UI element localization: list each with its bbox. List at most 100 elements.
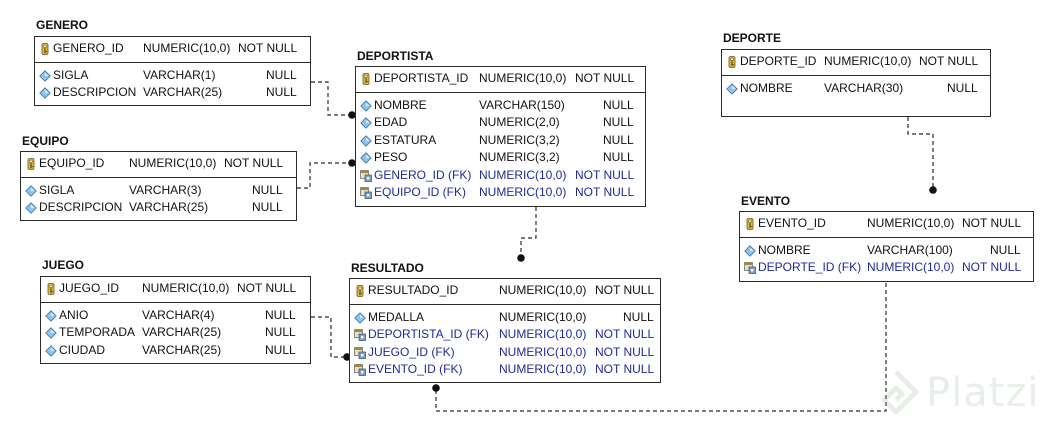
column-diamond-icon <box>354 311 366 324</box>
column-name: GENERO_ID (FK) <box>374 167 472 182</box>
foreign-key-icon <box>744 262 756 274</box>
pk-row[interactable]: GENERO_ID NUMERIC(10,0) NOT NULL <box>35 40 310 58</box>
column-name: ESTATURA <box>374 132 437 147</box>
column-name: TEMPORADA <box>59 325 136 339</box>
foreign-key-icon <box>354 364 366 376</box>
column-row[interactable]: ESTATURA NUMERIC(3,2) NULL <box>356 132 645 150</box>
column-type: NUMERIC(10,0) <box>867 216 955 230</box>
column-null: NULL <box>603 150 634 164</box>
pk-row[interactable]: JUEGO_ID NUMERIC(10,0) NOT NULL <box>41 280 310 298</box>
table-title-equipo: EQUIPO <box>22 134 69 148</box>
column-name: JUEGO_ID <box>59 281 120 295</box>
column-diamond-icon <box>360 152 372 164</box>
column-row[interactable]: NOMBRE VARCHAR(150) NULL <box>356 97 645 115</box>
column-diamond-icon <box>360 99 372 112</box>
pk-row[interactable]: DEPORTISTA_ID NUMERIC(10,0) NOT NULL <box>356 70 645 88</box>
column-diamond-icon <box>25 184 37 197</box>
watermark-text: Platzi <box>926 370 1040 416</box>
column-type: NUMERIC(10,0) <box>499 362 587 376</box>
column-type: NUMERIC(10,0) <box>143 41 231 55</box>
column-row[interactable]: PESO NUMERIC(3,2) NULL <box>356 149 645 167</box>
column-row[interactable]: TEMPORADA VARCHAR(25) NULL <box>41 324 310 342</box>
column-type: VARCHAR(25) <box>129 200 209 214</box>
entity-deportista[interactable]: DEPORTISTA_ID NUMERIC(10,0) NOT NULL NOM… <box>355 66 646 207</box>
column-null: NULL <box>990 242 1021 257</box>
column-null: NOT NULL <box>595 327 655 341</box>
column-diamond-icon <box>39 87 51 99</box>
entity-deporte[interactable]: DEPORTE_ID NUMERIC(10,0) NOT NULL NOMBRE… <box>721 49 991 117</box>
column-type: VARCHAR(25) <box>142 342 222 357</box>
fk-column-row[interactable]: EVENTO_ID (FK) NUMERIC(10,0) NOT NULL <box>350 361 660 379</box>
link-end-dot <box>517 254 525 262</box>
column-diamond-icon <box>45 309 57 322</box>
column-diamond-icon <box>45 327 57 339</box>
column-row[interactable]: CIUDAD VARCHAR(25) NULL <box>41 342 310 360</box>
column-null: NULL <box>947 80 978 95</box>
column-type: NUMERIC(10,0) <box>499 283 587 297</box>
column-row[interactable]: SIGLA VARCHAR(3) NULL <box>21 182 296 200</box>
column-name: MEDALLA <box>368 309 425 324</box>
column-name: DESCRIPCION <box>39 200 123 214</box>
column-row[interactable]: SIGLA VARCHAR(1) NULL <box>35 67 310 85</box>
column-type: NUMERIC(10,0) <box>479 185 567 199</box>
column-row[interactable]: NOMBRE VARCHAR(100) NULL <box>740 242 1033 260</box>
entity-genero[interactable]: GENERO_ID NUMERIC(10,0) NOT NULL SIGLA V… <box>34 36 311 106</box>
primary-key-icon <box>354 285 366 297</box>
column-row[interactable]: EDAD NUMERIC(2,0) NULL <box>356 114 645 132</box>
column-null: NULL <box>252 182 283 197</box>
column-null: NOT NULL <box>575 71 635 85</box>
column-type: NUMERIC(10,0) <box>479 167 567 182</box>
fk-column-row[interactable]: EQUIPO_ID (FK) NUMERIC(10,0) NOT NULL <box>356 184 645 202</box>
column-name: ANIO <box>59 307 89 322</box>
column-name: NOMBRE <box>758 242 811 257</box>
column-null: NULL <box>265 325 296 339</box>
table-title-genero: GENERO <box>36 18 89 32</box>
column-null: NULL <box>603 132 634 147</box>
column-row[interactable]: DESCRIPCION VARCHAR(25) NULL <box>21 199 296 217</box>
pk-row[interactable]: DEPORTE_ID NUMERIC(10,0) NOT NULL <box>722 53 990 71</box>
fk-column-row[interactable]: JUEGO_ID (FK) NUMERIC(10,0) NOT NULL <box>350 344 660 362</box>
entity-equipo[interactable]: EQUIPO_ID NUMERIC(10,0) NOT NULL SIGLA V… <box>20 151 297 221</box>
table-title-deporte: DEPORTE <box>723 31 782 45</box>
pk-row[interactable]: RESULTADO_ID NUMERIC(10,0) NOT NULL <box>350 282 660 300</box>
column-type: VARCHAR(4) <box>142 307 215 322</box>
platzi-watermark: Platzi <box>872 366 1048 418</box>
column-name: GENERO_ID <box>53 41 124 55</box>
fk-column-row[interactable]: GENERO_ID (FK) NUMERIC(10,0) NOT NULL <box>356 167 645 185</box>
link-end-dot <box>343 353 351 361</box>
column-row[interactable]: MEDALLA NUMERIC(10,0) NULL <box>350 309 660 327</box>
column-diamond-icon <box>360 117 372 129</box>
column-name: DEPORTISTA_ID (FK) <box>368 327 489 341</box>
column-null: NOT NULL <box>962 260 1022 274</box>
column-type: NUMERIC(10,0) <box>142 281 230 295</box>
column-null: NULL <box>603 97 634 112</box>
column-row[interactable]: DESCRIPCION VARCHAR(25) NULL <box>35 84 310 102</box>
platzi-logo-icon <box>881 370 919 415</box>
table-title-deportista: DEPORTISTA <box>357 49 434 63</box>
entity-juego[interactable]: JUEGO_ID NUMERIC(10,0) NOT NULL ANIO VAR… <box>40 276 311 364</box>
column-null: NULL <box>265 307 296 322</box>
column-null: NULL <box>623 309 654 324</box>
fk-column-row[interactable]: DEPORTISTA_ID (FK) NUMERIC(10,0) NOT NUL… <box>350 326 660 344</box>
pk-row[interactable]: EVENTO_ID NUMERIC(10,0) NOT NULL <box>740 215 1033 233</box>
entity-resultado[interactable]: RESULTADO_ID NUMERIC(10,0) NOT NULL MEDA… <box>349 278 661 383</box>
column-type: NUMERIC(3,2) <box>479 150 560 164</box>
column-diamond-icon <box>39 69 51 82</box>
column-row[interactable]: NOMBRE VARCHAR(30) NULL <box>722 80 990 98</box>
column-diamond-icon <box>726 82 738 95</box>
fk-column-row[interactable]: DEPORTE_ID (FK) NUMERIC(10,0) NOT NULL <box>740 259 1033 277</box>
column-type: NUMERIC(10,0) <box>867 260 955 274</box>
column-null: NOT NULL <box>237 281 297 295</box>
link-evento-resultado <box>435 283 887 412</box>
foreign-key-icon <box>354 346 366 359</box>
column-null: NOT NULL <box>575 167 635 182</box>
entity-evento[interactable]: EVENTO_ID NUMERIC(10,0) NOT NULL NOMBRE … <box>739 211 1034 282</box>
link-end-dot <box>348 159 356 167</box>
table-title-resultado: RESULTADO <box>351 261 424 275</box>
table-title-juego: JUEGO <box>42 258 85 272</box>
column-row[interactable]: ANIO VARCHAR(4) NULL <box>41 307 310 325</box>
primary-key-icon <box>726 56 738 68</box>
column-null: NOT NULL <box>595 283 655 297</box>
pk-row[interactable]: EQUIPO_ID NUMERIC(10,0) NOT NULL <box>21 155 296 173</box>
